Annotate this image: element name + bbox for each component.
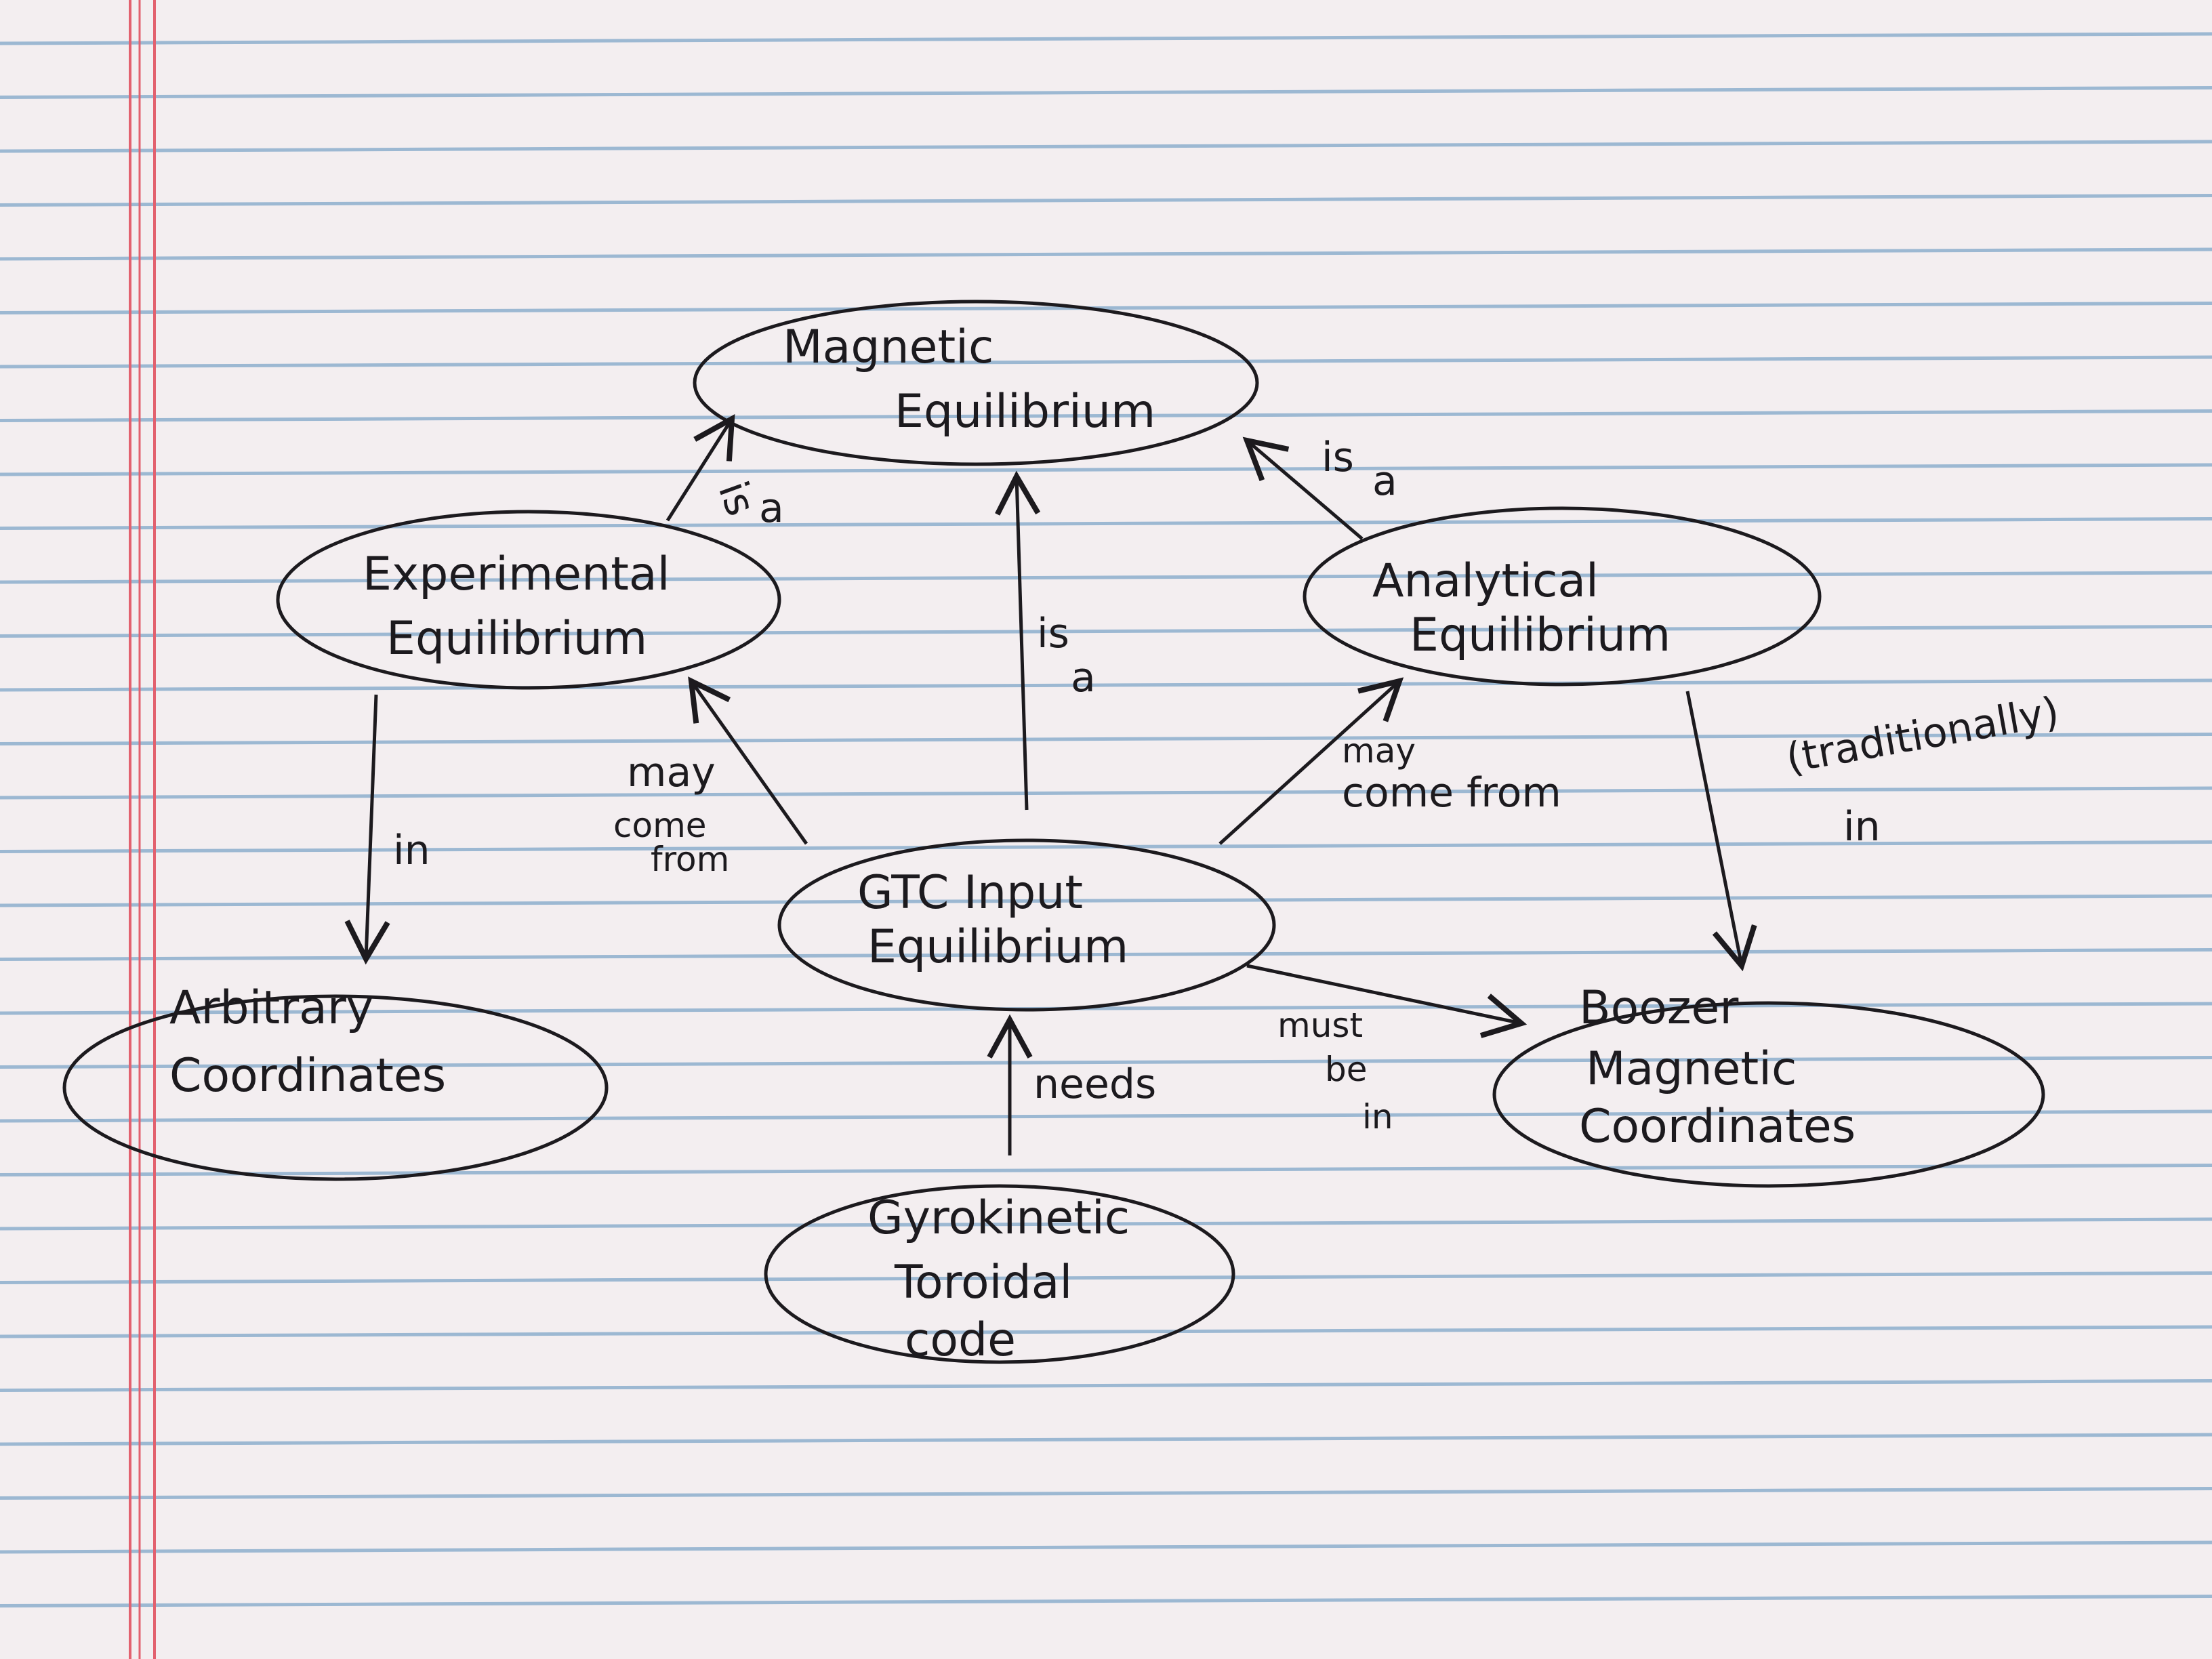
ruled-line: [0, 1164, 2212, 1176]
ruled-line: [0, 1433, 2212, 1446]
ruled-line: [0, 894, 2212, 907]
gtc-boozer-label-3: in: [1362, 1097, 1393, 1136]
ruled-line: [0, 678, 2212, 692]
ana-mag-label-1: is: [1322, 434, 1354, 481]
gtc-input-label-2: Equilibrium: [867, 920, 1128, 974]
gyrokinetic-label-3: code: [905, 1313, 1016, 1367]
ruled-line: [0, 302, 2212, 314]
ruled-line: [0, 1379, 2212, 1392]
edge-gtc-is-a-magnetic: [995, 470, 1041, 811]
ruled-line: [0, 32, 2212, 45]
ruled-line: [0, 86, 2212, 99]
gtc-boozer-label-1: must: [1277, 1006, 1363, 1045]
ruled-lines: [0, 32, 2212, 1607]
gtc-exp-label-1: may: [627, 749, 716, 796]
node-analytical-equilibrium: [1303, 506, 1822, 687]
gtc-exp-label-3: from: [651, 840, 729, 879]
gtc-input-label-1: GTC Input: [857, 866, 1083, 920]
node-experimental-equilibrium: [276, 510, 781, 690]
code-gtc-label-1: needs: [1033, 1061, 1156, 1108]
ruled-line: [0, 1325, 2212, 1338]
gtc-ana-label-2: come from: [1342, 769, 1561, 817]
gtc-mag-label-2: a: [1071, 654, 1096, 701]
ana-boozer-label-2: in: [1843, 803, 1881, 851]
gtc-boozer-label-2: be: [1325, 1050, 1368, 1089]
ana-boozer-label-1: (traditionally): [1782, 688, 2062, 783]
arbitrary-label-1: Arbitrary: [169, 981, 373, 1035]
ruled-line: [0, 1217, 2212, 1231]
ruled-line: [0, 1271, 2212, 1284]
ruled-line: [0, 1487, 2212, 1500]
boozer-label-3: Coordinates: [1579, 1100, 1856, 1153]
ruled-line: [0, 355, 2212, 369]
ruled-line: [0, 517, 2212, 530]
gtc-mag-label-1: is: [1037, 610, 1069, 657]
edge-analytical-is-a-magnetic: [1242, 436, 1364, 540]
boozer-label-2: Magnetic: [1586, 1042, 1797, 1096]
ruled-line: [0, 786, 2212, 800]
gtc-ana-label-1: may: [1342, 731, 1416, 771]
experimental-label-1: Experimental: [363, 548, 670, 601]
arbitrary-label-2: Coordinates: [169, 1049, 446, 1103]
ana-mag-label-2: a: [1372, 457, 1397, 505]
node-gyrokinetic-toroidal-code: [764, 1184, 1235, 1364]
node-magnetic-equilibrium: [693, 300, 1259, 466]
edge-gtc-may-come-from-analytical: [1218, 677, 1404, 845]
node-gtc-input-equilibrium: [777, 838, 1276, 1012]
analytical-label-1: Analytical: [1372, 554, 1599, 608]
margin-lines: [129, 0, 156, 1659]
ruled-line: [0, 1595, 2212, 1607]
experimental-label-2: Equilibrium: [386, 612, 647, 665]
magnetic-label-1: Magnetic: [783, 321, 994, 374]
magnetic-label-2: Equilibrium: [895, 385, 1155, 438]
exp-mag-label-2: a: [759, 485, 784, 532]
edge-analytical-in-boozer: [1685, 691, 1757, 972]
ruled-line: [0, 625, 2212, 638]
ruled-line: [0, 733, 2212, 745]
edge-gtc-may-come-from-experimental: [688, 676, 808, 845]
ruled-line: [0, 194, 2212, 207]
ruled-line: [0, 140, 2212, 153]
node-boozer-magnetic-coordinates: [1492, 1001, 2045, 1188]
ruled-line: [0, 409, 2212, 422]
edge-experimental-in-arbitrary: [344, 694, 390, 965]
edge-gtc-must-be-in-boozer: [1246, 964, 1528, 1038]
ruled-line: [0, 463, 2212, 476]
ruled-line: [0, 1540, 2212, 1554]
ruled-line: [0, 247, 2212, 261]
node-arbitrary-coordinates: [62, 994, 609, 1181]
boozer-label-1: Boozer: [1579, 981, 1738, 1035]
ruled-line: [0, 1109, 2212, 1123]
exp-mag-label-1: is: [709, 475, 764, 522]
ruled-line: [0, 1056, 2212, 1069]
ruled-line: [0, 571, 2212, 584]
gtc-exp-label-2: come: [613, 806, 707, 845]
edge-experimental-is-a-magnetic: [665, 413, 735, 522]
analytical-label-2: Equilibrium: [1410, 609, 1671, 662]
gyrokinetic-label-2: Toroidal: [894, 1256, 1072, 1309]
exp-arb-label-1: in: [393, 827, 430, 874]
gyrokinetic-label-1: Gyrokinetic: [867, 1191, 1130, 1245]
